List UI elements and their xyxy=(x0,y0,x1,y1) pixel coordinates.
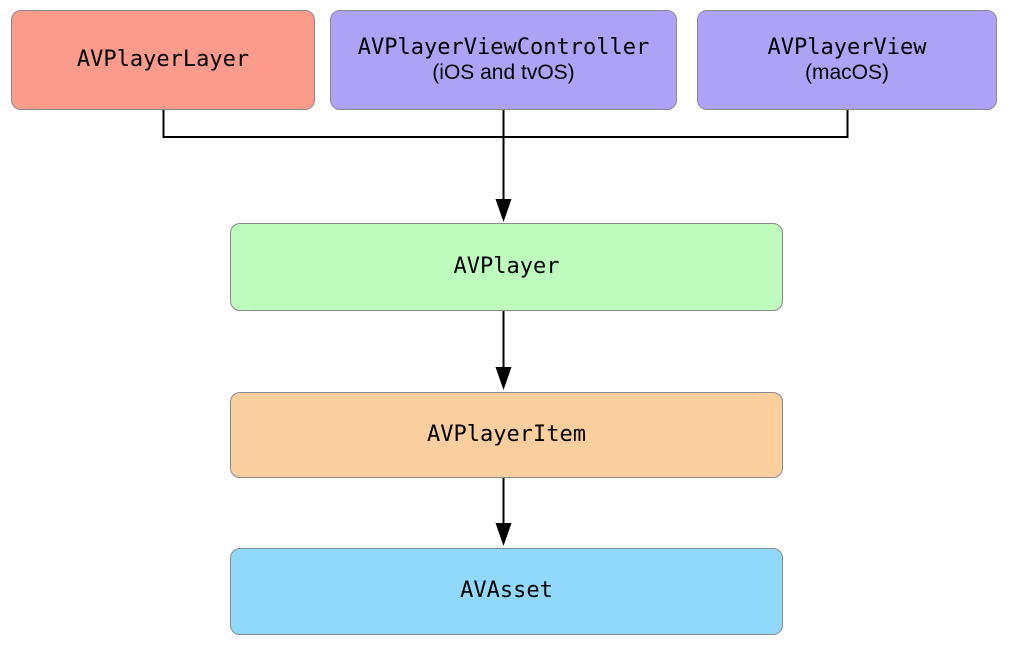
node-avplayer: AVPlayer xyxy=(230,223,783,311)
node-label: AVAsset xyxy=(460,578,553,604)
node-label: AVPlayer xyxy=(453,253,560,279)
node-sublabel: (iOS and tvOS) xyxy=(432,61,575,85)
arrowhead-to-avplayeritem xyxy=(495,367,512,390)
node-label: AVPlayerLayer xyxy=(76,46,250,72)
node-avplayerview: AVPlayerView (macOS) xyxy=(697,10,997,110)
arrowhead-to-avasset xyxy=(495,523,512,546)
arrowhead-to-avplayer xyxy=(495,199,512,222)
node-label: AVPlayerItem xyxy=(427,421,586,447)
node-avplayerviewcontroller: AVPlayerViewController (iOS and tvOS) xyxy=(330,10,677,110)
node-label: AVPlayerView xyxy=(767,34,927,60)
node-sublabel: (macOS) xyxy=(805,61,889,85)
node-avasset: AVAsset xyxy=(230,548,783,635)
node-label: AVPlayerViewController xyxy=(357,34,650,60)
node-avplayeritem: AVPlayerItem xyxy=(230,392,783,478)
node-avplayerlayer: AVPlayerLayer xyxy=(11,10,315,110)
